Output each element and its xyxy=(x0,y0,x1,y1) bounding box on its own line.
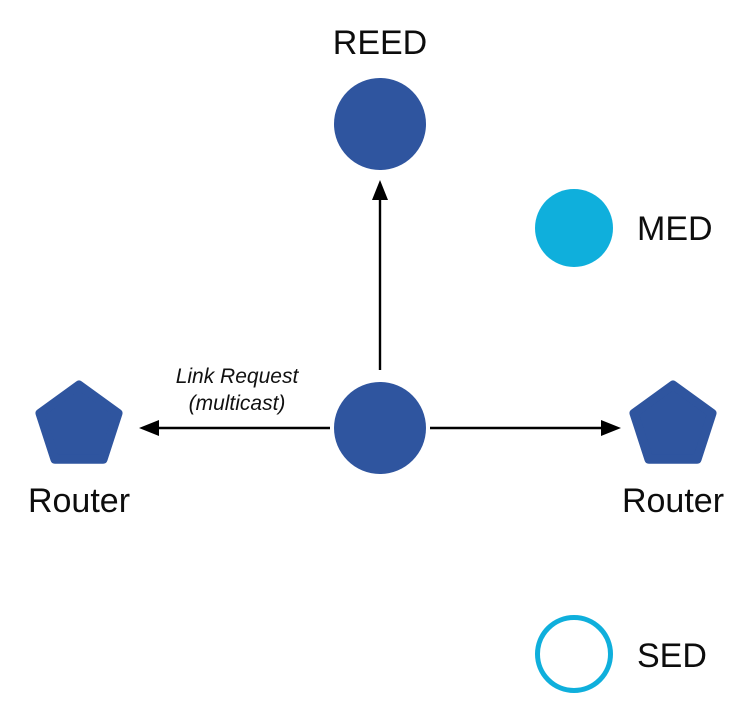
reed-label: REED xyxy=(333,24,427,62)
arrow-head-left xyxy=(139,420,159,436)
reed-circle-icon[interactable] xyxy=(334,78,426,170)
edge-leader-to-router-left xyxy=(139,420,330,436)
node-leader[interactable] xyxy=(334,382,426,474)
router-left-label: Router xyxy=(28,482,130,520)
node-router-left[interactable]: Router xyxy=(28,380,130,520)
router-right-pentagon-icon[interactable] xyxy=(629,380,717,464)
node-med[interactable]: MED xyxy=(535,189,713,267)
node-sed[interactable]: SED xyxy=(535,615,707,693)
med-label: MED xyxy=(637,210,713,248)
annotation-line-2: (multicast) xyxy=(189,392,286,415)
node-reed[interactable]: REED xyxy=(333,24,427,170)
sed-label: SED xyxy=(637,637,707,675)
leader-circle-icon[interactable] xyxy=(334,382,426,474)
router-right-label: Router xyxy=(622,482,724,520)
node-router-right[interactable]: Router xyxy=(622,380,724,520)
sed-circle-outline-icon[interactable] xyxy=(535,615,613,693)
arrow-head-up xyxy=(372,180,388,200)
annotation-line-1: Link Request xyxy=(176,365,300,388)
med-circle-icon[interactable] xyxy=(535,189,613,267)
router-left-pentagon-icon[interactable] xyxy=(35,380,123,464)
edge-leader-to-router-right xyxy=(430,420,621,436)
annotation-link-request: Link Request (multicast) xyxy=(176,365,300,415)
edge-leader-to-reed xyxy=(372,180,388,370)
arrow-head-right xyxy=(601,420,621,436)
edge-layer xyxy=(139,180,621,436)
